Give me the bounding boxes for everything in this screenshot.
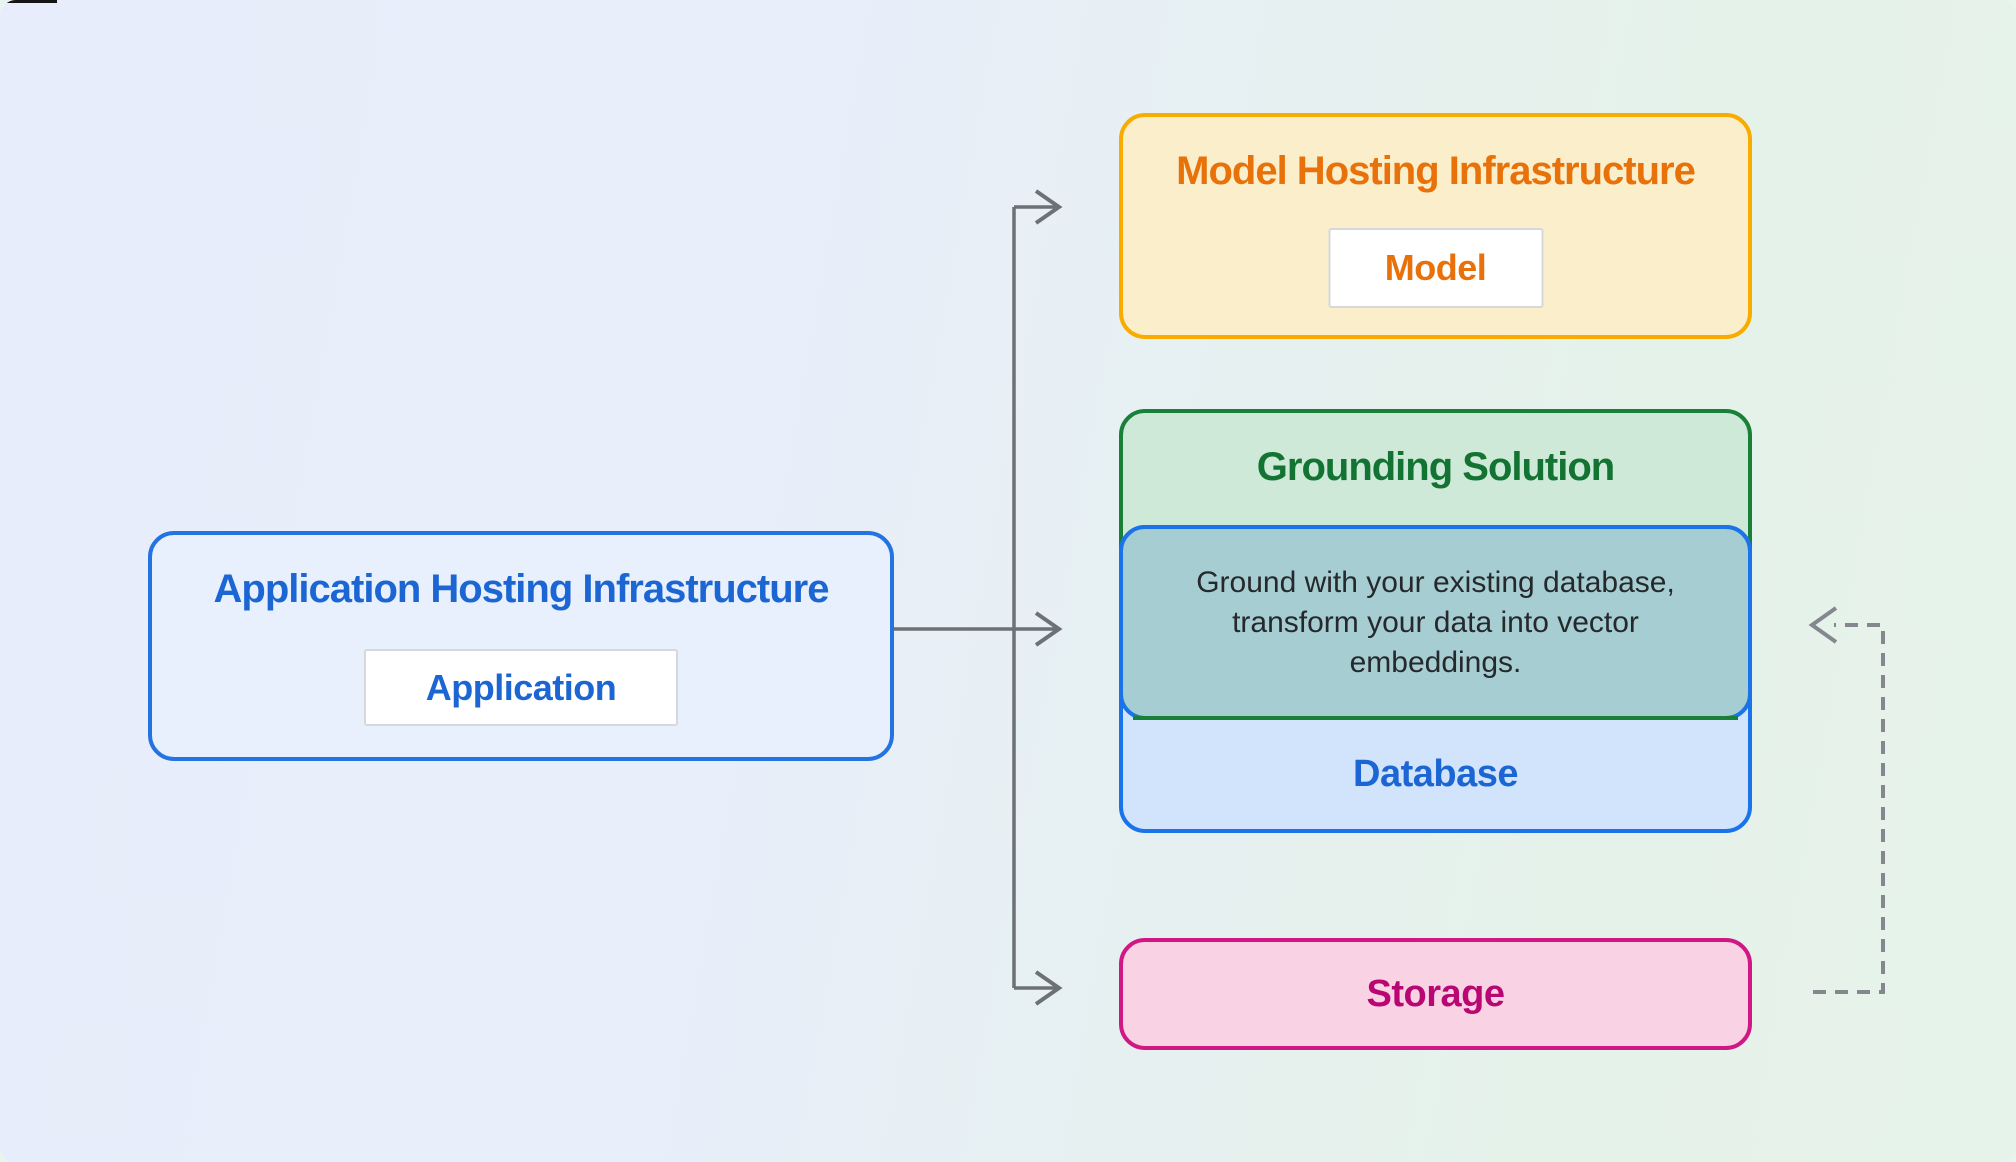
application-chip: Application — [364, 649, 678, 726]
model-hosting-box: Model Hosting Infrastructure Model — [1119, 113, 1752, 339]
application-hosting-title: Application Hosting Infrastructure — [213, 567, 830, 611]
model-chip: Model — [1328, 228, 1543, 308]
application-hosting-box: Application Hosting Infrastructure Appli… — [148, 531, 894, 761]
grounding-solution-title: Grounding Solution — [1256, 445, 1615, 489]
grounding-description-box: Ground with your existing database, tran… — [1119, 525, 1752, 720]
storage-box: Storage — [1119, 938, 1752, 1050]
arrow-app-to-storage-head — [1034, 970, 1063, 1006]
arrow-app-to-grounding-head — [1034, 611, 1063, 647]
application-chip-label: Application — [425, 666, 617, 708]
top-left-corner-artifact — [6, 0, 57, 3]
arrow-storage-to-grounding-line — [1813, 623, 1885, 994]
model-chip-label: Model — [1384, 247, 1487, 288]
grounding-box-bottom-edge — [1133, 716, 1738, 720]
arrow-storage-to-grounding-head — [1808, 606, 1838, 644]
model-hosting-title: Model Hosting Infrastructure — [1176, 149, 1696, 193]
grounding-description-text: Ground with your existing database, tran… — [1196, 565, 1675, 679]
database-label: Database — [1353, 752, 1518, 795]
arrow-app-to-model-head — [1034, 189, 1063, 225]
storage-label: Storage — [1366, 972, 1505, 1015]
